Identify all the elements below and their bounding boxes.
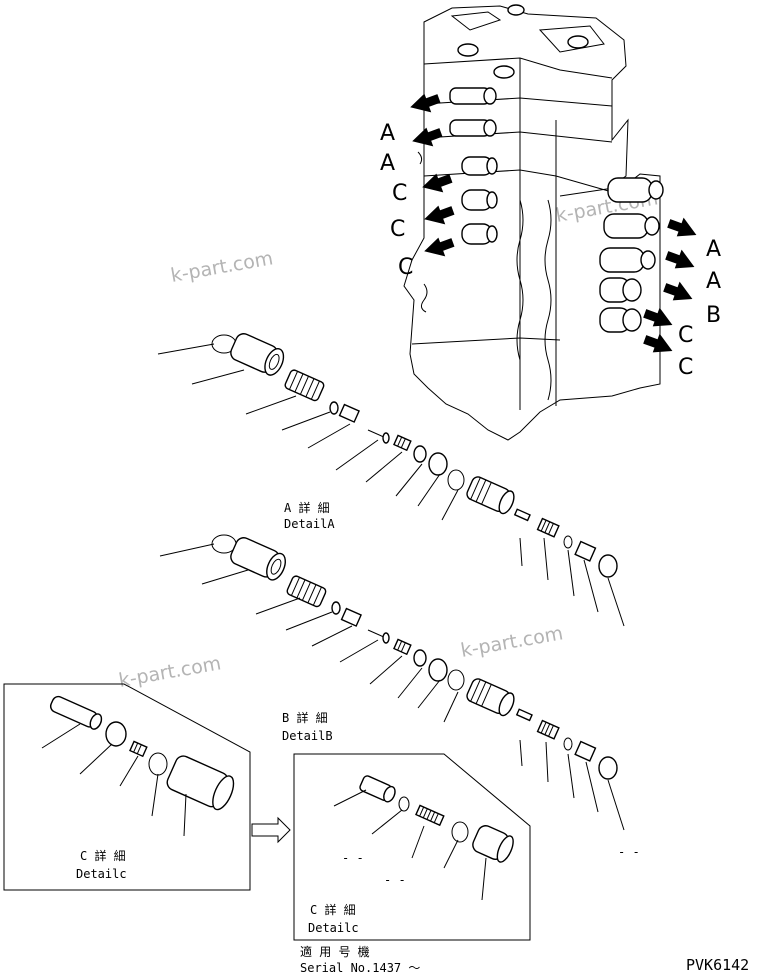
callout-letter: A <box>706 237 721 262</box>
arrow-icon <box>643 307 673 327</box>
arrow-icon <box>643 333 673 353</box>
detail-b-jp: B 詳 細 <box>282 710 328 725</box>
applicable-serial: Serial No.1437 〜 <box>300 961 420 975</box>
drawing-code: PVK6142 <box>686 956 749 974</box>
transition-arrow-icon <box>251 816 291 844</box>
arrow-icon <box>424 205 455 225</box>
detail-b-assembly <box>159 534 625 831</box>
right-spool-plugs <box>599 177 664 333</box>
left-spool-plugs <box>449 87 498 245</box>
applicable-jp: 適 用 号 機 <box>300 944 370 959</box>
arrow-icon <box>424 237 455 257</box>
detail-c-left-box <box>3 683 251 891</box>
arrow-icon <box>410 93 441 113</box>
callout-letter: A <box>706 269 721 294</box>
detail-c-right-jp: C 詳 細 <box>310 902 356 917</box>
watermark-top-left: k-part.com <box>169 247 275 287</box>
right-arrows <box>643 217 697 353</box>
arrow-icon <box>665 249 695 269</box>
arrow-icon <box>667 217 697 237</box>
dash-mark: - - <box>384 873 406 887</box>
callout-letters-left: A A C C C <box>380 121 413 280</box>
watermark-bottom-left: k-part.com <box>117 652 223 692</box>
callout-letter: A <box>380 121 395 146</box>
watermark-bottom-right: k-part.com <box>459 622 565 662</box>
left-arrows <box>410 93 455 257</box>
callout-letter: C <box>678 355 693 380</box>
callout-letter: A <box>380 151 395 176</box>
arrow-icon <box>422 173 453 193</box>
detail-c-right-box <box>293 753 531 941</box>
callout-letter: C <box>392 181 407 206</box>
arrow-icon <box>663 281 693 301</box>
detail-a-jp: A 詳 細 <box>284 500 330 515</box>
callout-letter: C <box>398 255 413 280</box>
callout-letter: C <box>390 217 405 242</box>
dash-mark: - - <box>342 851 364 865</box>
dash-mark: - - <box>618 845 640 859</box>
callout-letters-right: A A B C C <box>678 237 721 380</box>
callout-letter: C <box>678 323 693 348</box>
detail-c-left-en: Detailc <box>76 867 127 881</box>
detail-b-en: DetailB <box>282 729 333 743</box>
callout-letter: B <box>706 303 721 328</box>
detail-c-right-en: Detailc <box>308 921 359 935</box>
arrow-icon <box>412 127 443 147</box>
detail-c-left-jp: C 詳 細 <box>80 848 126 863</box>
detail-a-assembly <box>157 333 625 627</box>
detail-a-en: DetailA <box>284 517 335 531</box>
